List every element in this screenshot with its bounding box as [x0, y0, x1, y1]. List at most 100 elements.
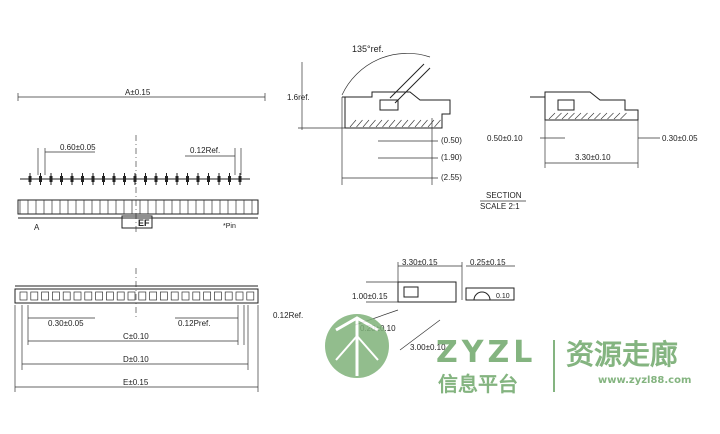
hatch-line	[574, 112, 582, 120]
b-300-label: 3.00±0.10	[410, 343, 446, 352]
contact-tip	[217, 176, 221, 182]
hatch-line	[362, 119, 370, 128]
front-view: A±0.15 0.60±0.05 0.12Ref. A EF *Pin	[17, 88, 266, 235]
solder-pad	[149, 291, 157, 301]
contact-tip	[175, 176, 179, 182]
solder-pad	[30, 291, 39, 301]
dim-d-label: D±0.10	[123, 355, 149, 364]
ref-012-mid-label: 0.12Pref.	[178, 319, 210, 328]
contact-tip	[112, 176, 116, 182]
solder-pad	[160, 291, 168, 301]
contact-tip	[154, 176, 158, 182]
s-330-label: 3.30±0.10	[575, 153, 611, 162]
dim-190-label: (1.90)	[441, 153, 462, 162]
b-100-label: 1.00±0.15	[352, 292, 388, 301]
section-title: SECTION	[486, 191, 522, 200]
b-025-label: 0.25±0.15	[470, 258, 506, 267]
hatch-line	[401, 119, 409, 128]
solder-pad	[170, 291, 179, 301]
solder-pad	[181, 291, 190, 301]
ref-012-right-label: 0.12Ref.	[273, 311, 303, 320]
solder-pad	[84, 291, 93, 301]
solder-pad	[192, 291, 201, 301]
solder-pad	[62, 291, 71, 301]
solder-pad	[41, 291, 49, 301]
contact-tip	[28, 176, 32, 182]
watermark-cn-left: 信息平台	[438, 372, 518, 396]
hatch-line	[382, 119, 389, 128]
pad-030-label: 0.30±0.05	[48, 319, 84, 328]
pin-last-label: *Pin	[223, 223, 236, 230]
contact-tip	[81, 176, 84, 182]
solder-pad	[19, 291, 28, 301]
hatch-line	[375, 119, 383, 128]
solder-pad	[246, 291, 255, 301]
solder-pad	[224, 291, 233, 301]
watermark-brand: ZYZL	[436, 335, 536, 370]
hatch-line	[555, 112, 562, 120]
hatch-line	[548, 112, 556, 120]
contact-tip	[165, 176, 168, 182]
ref-012-top-label: 0.12Ref.	[190, 146, 220, 155]
detail-hatch	[548, 112, 627, 120]
contact-tip	[238, 176, 242, 182]
dim-c-label: C±0.10	[123, 332, 149, 341]
solder-pad	[106, 291, 114, 301]
pad-row	[19, 291, 255, 301]
section-scale: SCALE 2:1	[480, 202, 520, 211]
solder-pad	[203, 291, 211, 301]
bottom-view: 0.30±0.05 0.12Pref. 0.12Ref. C±0.10 D±0.…	[14, 268, 303, 392]
hatch-line	[349, 119, 357, 128]
contact-tip	[60, 176, 63, 182]
hatch-line	[434, 119, 441, 128]
watermark-logo	[325, 314, 389, 378]
hatch-line	[607, 112, 614, 120]
contact-tip	[91, 176, 95, 182]
s-030-label: 0.30±0.05	[662, 134, 698, 143]
solder-pad	[214, 291, 222, 301]
contact-tip	[133, 176, 137, 182]
contact-tip	[144, 176, 147, 182]
b-330-label: 3.30±0.15	[402, 258, 438, 267]
height-ref-label: 1.6ref.	[287, 93, 310, 102]
hatch-line	[369, 119, 376, 128]
pin1-label: A	[34, 223, 40, 232]
hatch-line	[395, 119, 402, 128]
solder-pad	[138, 291, 147, 301]
solder-pad	[235, 291, 244, 301]
dim-e-label: E±0.15	[123, 378, 149, 387]
body-teeth	[19, 200, 253, 214]
contact-tip	[39, 176, 42, 182]
dim-255-label: (2.55)	[441, 173, 462, 182]
hatch-line	[620, 112, 627, 120]
hatch-line	[587, 112, 595, 120]
hatch-line	[613, 112, 621, 120]
contact-tip	[196, 176, 200, 182]
hatch-line	[561, 112, 569, 120]
hatch-line	[414, 119, 422, 128]
contact-tip	[102, 176, 105, 182]
hatch-line	[408, 119, 415, 128]
contact-tip	[123, 176, 126, 182]
solder-pad	[73, 291, 82, 301]
dim-a-label: A±0.15	[125, 88, 151, 97]
hatch-line	[356, 119, 363, 128]
contact-tip	[207, 176, 210, 182]
watermark-url: www.zyzl88.com	[598, 375, 691, 386]
hatch-line	[421, 119, 428, 128]
contact-row-top	[28, 173, 242, 185]
hatch-line	[581, 112, 588, 120]
contact-tip	[228, 176, 231, 182]
pitch-label: 0.60±0.05	[60, 143, 96, 152]
contact-tip	[49, 176, 53, 182]
angle-label: 135°ref.	[352, 44, 384, 54]
hatch-line	[427, 119, 435, 128]
section-hatch	[349, 119, 441, 128]
hatch-line	[594, 112, 601, 120]
b-010-label: 0.10	[496, 293, 510, 300]
marking-label: EF	[138, 218, 150, 228]
hatch-line	[600, 112, 608, 120]
watermark: ZYZL 信息平台 资源走廊 www.zyzl88.com	[325, 314, 691, 396]
watermark-cn-right: 资源走廊	[566, 338, 678, 371]
